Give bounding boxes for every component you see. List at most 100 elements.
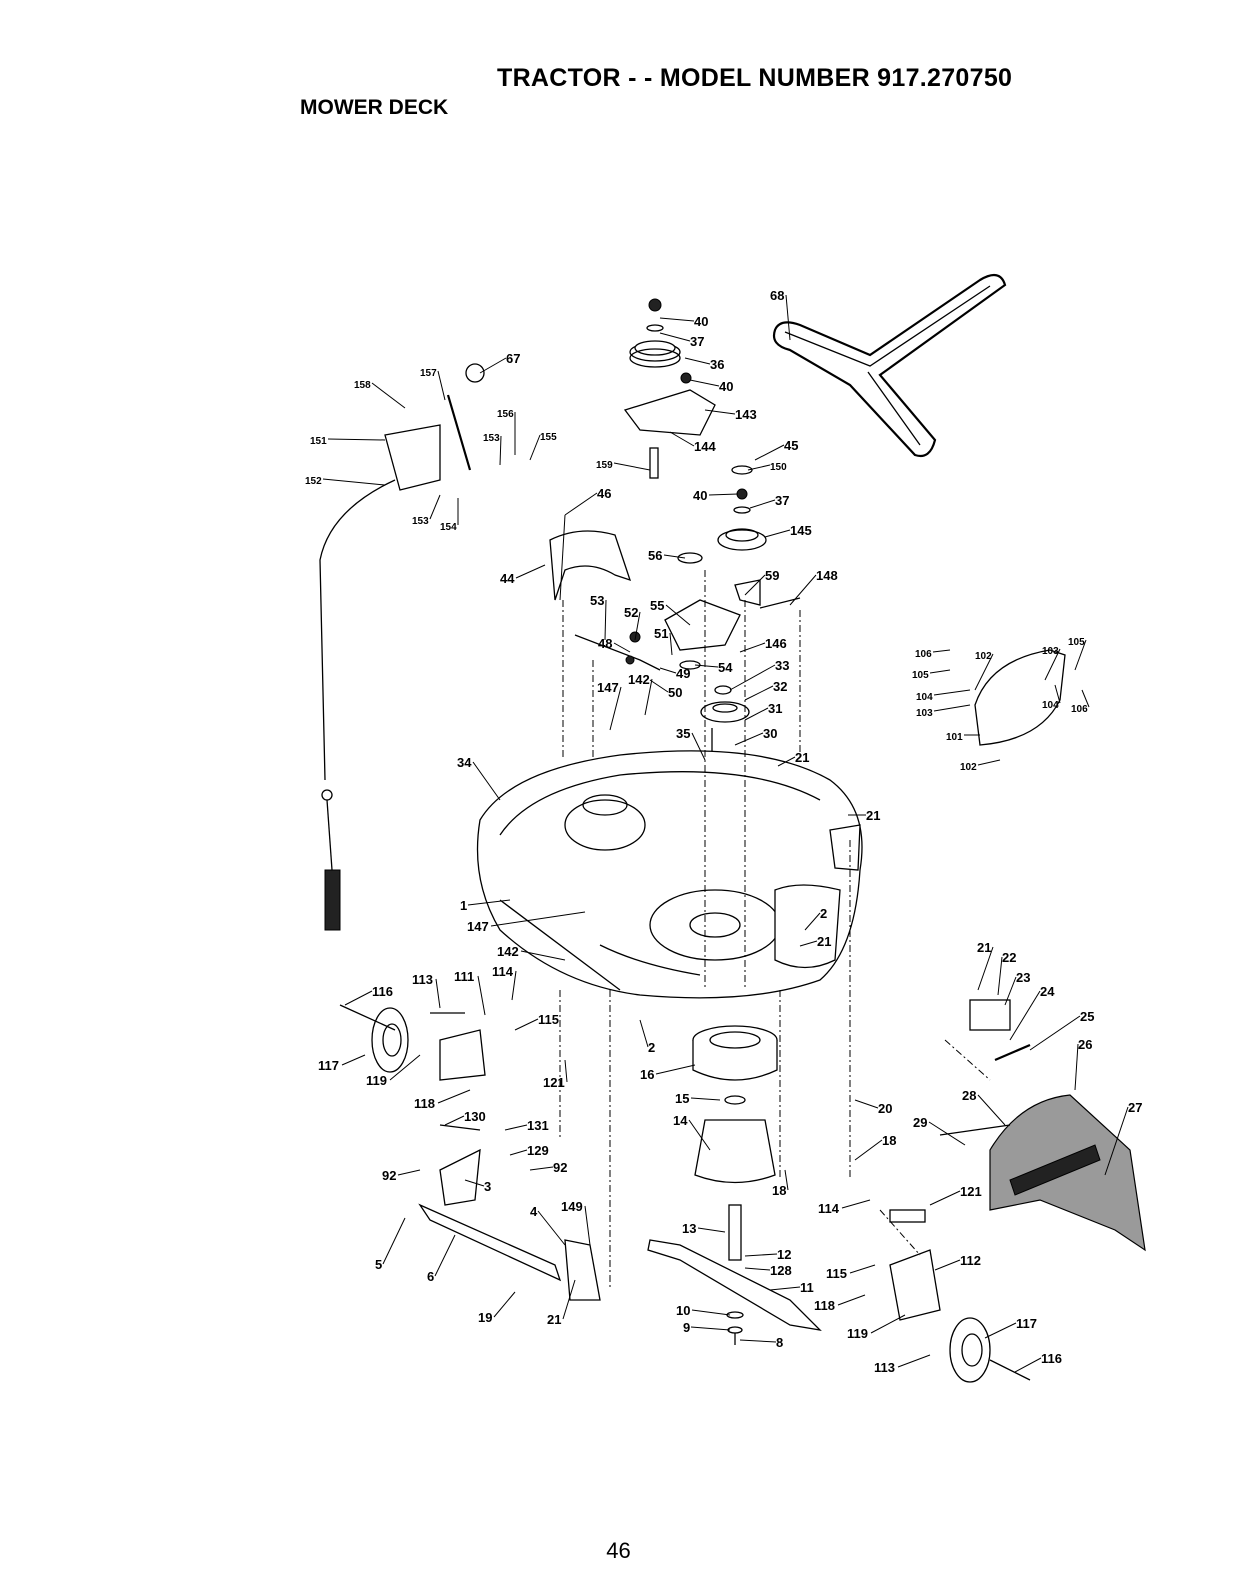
callout-leader (764, 529, 791, 538)
callout-leader (322, 478, 386, 486)
callout-leader (837, 1294, 866, 1306)
part-number-label: 149 (561, 1199, 583, 1214)
callout-leader (644, 678, 653, 716)
part-number-label: 51 (654, 626, 668, 641)
callout-leader (697, 1227, 726, 1233)
callout-leader (929, 1190, 961, 1206)
part-number-label: 54 (718, 660, 733, 675)
callout-leader (804, 912, 821, 931)
part-number-label: 21 (817, 934, 831, 949)
callout-leader (974, 653, 994, 691)
callout-leader (613, 462, 651, 471)
part-number-label: 22 (1002, 950, 1016, 965)
callout-leader (754, 444, 785, 461)
callout-leader (739, 642, 766, 653)
part-number-label: 154 (440, 522, 457, 533)
part-number-label: 105 (912, 670, 929, 681)
callout-leader (371, 382, 406, 409)
part-number-label: 40 (693, 488, 707, 503)
callout-leader (734, 732, 764, 746)
callout-leader (434, 1234, 456, 1277)
part-number-label: 144 (694, 439, 716, 454)
callout-leader (977, 759, 1001, 766)
lift-and-gauge-wheels (339, 1004, 1031, 1383)
callout-leader (472, 761, 501, 801)
callout-leader (933, 689, 971, 696)
part-number-label: 21 (547, 1312, 561, 1327)
callout-leader (932, 649, 951, 653)
part-number-label: 45 (784, 438, 798, 453)
part-number-label: 119 (847, 1326, 868, 1341)
part-number-label: 103 (1042, 646, 1059, 657)
callout-leader (854, 1099, 879, 1109)
part-number-label: 40 (719, 379, 733, 394)
part-number-label: 16 (640, 1067, 654, 1082)
callout-leader (1054, 684, 1061, 704)
part-number-label: 46 (597, 486, 611, 501)
callout-leader (854, 1139, 883, 1161)
callout-leader (729, 664, 776, 691)
part-number-label: 131 (527, 1118, 549, 1133)
callout-leader (691, 732, 706, 761)
part-number-label: 147 (597, 680, 619, 695)
part-number-label: 117 (1016, 1316, 1037, 1331)
part-number-label: 146 (765, 636, 787, 651)
callout-leader (464, 1179, 485, 1187)
callout-leader (933, 704, 971, 712)
part-number-label: 119 (366, 1073, 387, 1088)
callout-leader (479, 357, 507, 374)
part-number-label: 23 (1016, 970, 1030, 985)
part-number-label: 121 (960, 1184, 982, 1199)
callout-leader (744, 1267, 771, 1271)
callout-leader (689, 379, 720, 387)
part-number-label: 44 (500, 571, 515, 586)
callout-leader (1081, 689, 1090, 708)
callout-leader (649, 679, 669, 693)
part-number-label: 104 (916, 692, 933, 703)
part-number-label: 118 (814, 1298, 835, 1313)
callout-leader (514, 1018, 539, 1031)
part-number-label: 6 (427, 1269, 434, 1284)
callout-leader (509, 1149, 528, 1156)
part-number-label: 25 (1080, 1009, 1094, 1024)
part-number-label: 36 (710, 357, 724, 372)
callout-leader (984, 1322, 1017, 1339)
part-number-label: 24 (1040, 984, 1055, 999)
callout-leader (739, 1339, 777, 1343)
callout-leader (777, 756, 796, 767)
part-number-label: 115 (538, 1012, 559, 1027)
callout-leader (564, 492, 598, 516)
part-number-label: 30 (763, 726, 777, 741)
callout-leader (669, 632, 673, 656)
callout-leader (744, 685, 774, 701)
part-number-label: 31 (768, 701, 782, 716)
callout-leader (490, 911, 586, 927)
part-number-label: 153 (483, 433, 500, 444)
callout-leader (749, 499, 776, 509)
callout-leader (564, 1059, 568, 1083)
part-number-label: 158 (354, 380, 371, 391)
callout-leader (690, 1326, 731, 1331)
callout-leader (613, 642, 631, 653)
callout-leader (684, 357, 711, 365)
part-number-label: 68 (770, 288, 784, 303)
callout-leader (897, 1354, 931, 1368)
part-number-label: 121 (543, 1075, 565, 1090)
callout-leader (634, 611, 641, 641)
part-number-label: 153 (412, 516, 429, 527)
drive-belt (772, 273, 1007, 458)
part-number-label: 159 (596, 460, 613, 471)
part-number-label: 106 (1071, 704, 1088, 715)
callout-leader (609, 686, 622, 731)
callout-leader (784, 1169, 789, 1191)
part-number-label: 147 (467, 919, 489, 934)
part-number-label: 52 (624, 605, 638, 620)
part-number-label: 115 (826, 1266, 847, 1281)
callout-leader (584, 1205, 591, 1246)
assembly-guide-lines (559, 570, 991, 1290)
part-number-label: 53 (590, 593, 604, 608)
part-number-label: 151 (310, 436, 327, 447)
callout-leader (511, 970, 517, 1001)
part-number-label: 142 (628, 672, 650, 687)
